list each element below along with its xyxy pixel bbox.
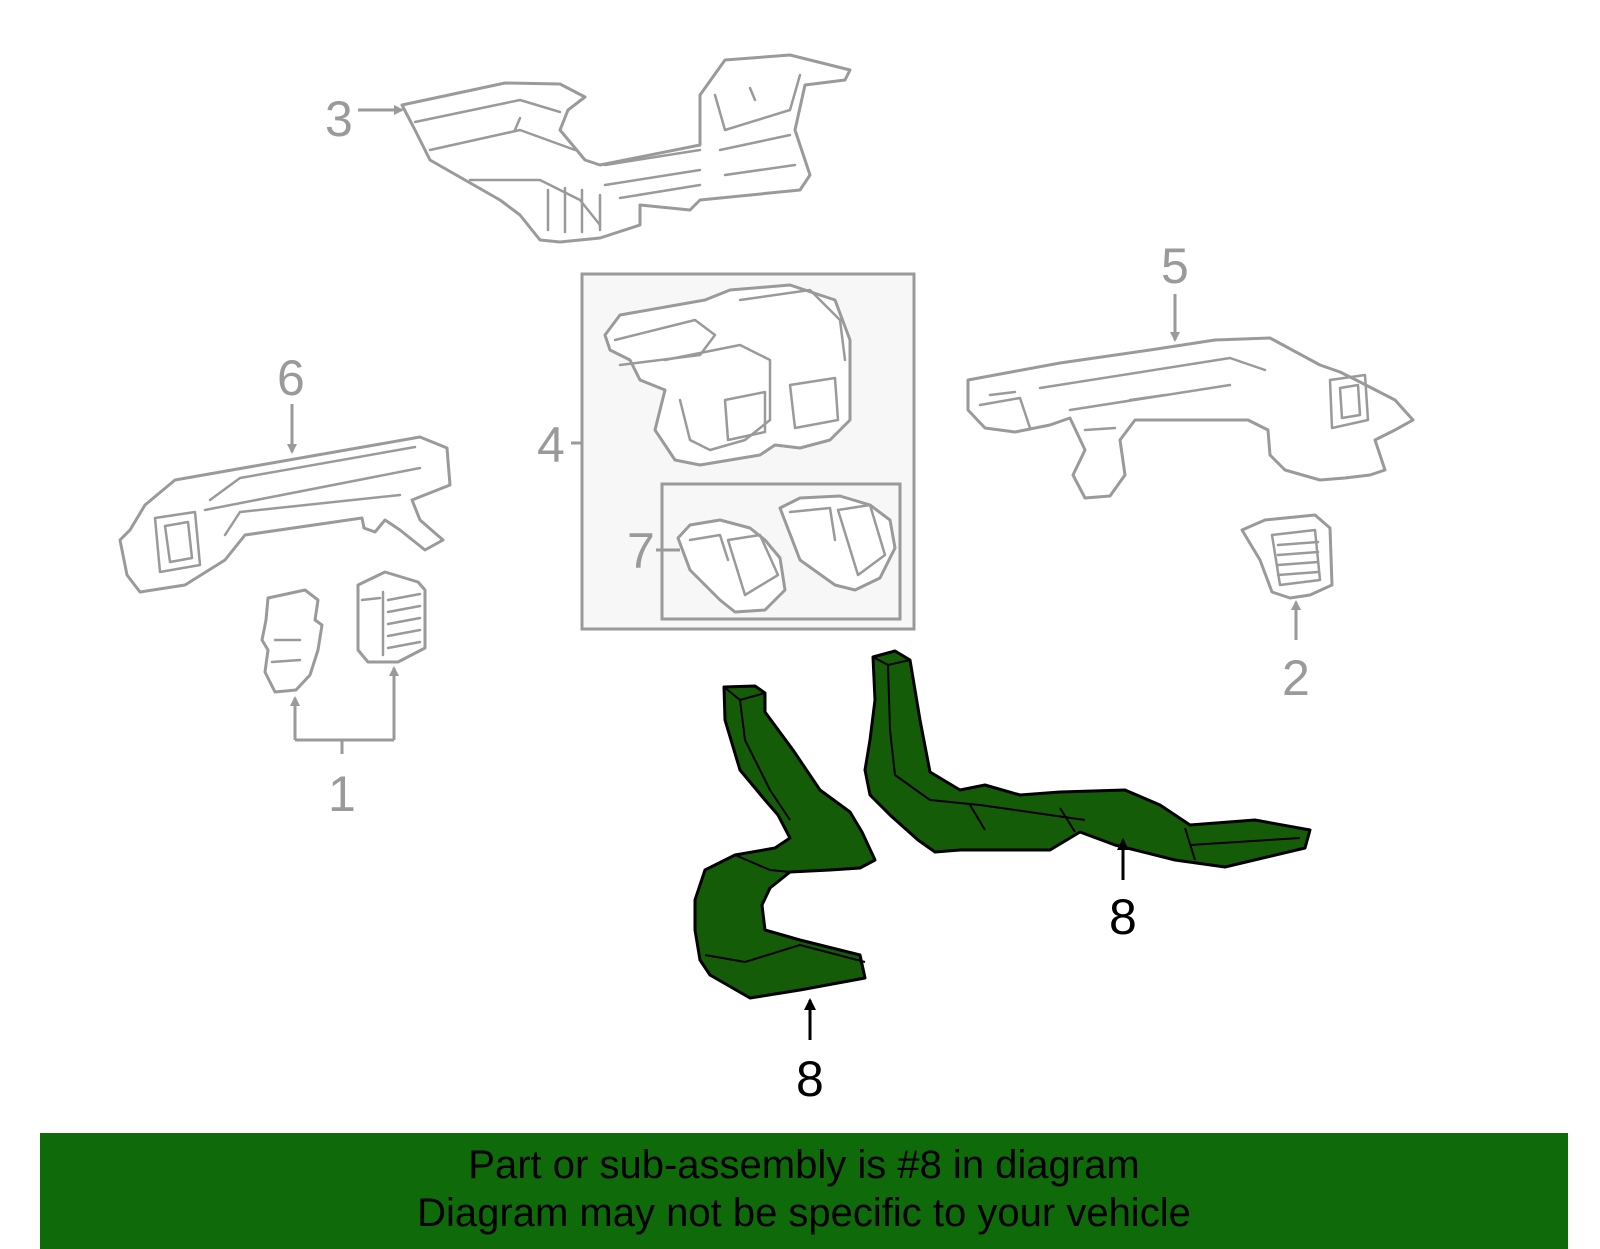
part-6-side-duct [118, 435, 452, 594]
part-1-vents [260, 570, 427, 694]
leader-1 [290, 666, 399, 754]
callout-7: 7 [627, 523, 655, 579]
banner-line-1: Part or sub-assembly is #8 in diagram [468, 1143, 1140, 1187]
banner-line-2: Diagram may not be specific to your vehi… [417, 1191, 1191, 1235]
callout-2: 2 [1282, 650, 1310, 706]
part-3-defroster-duct [400, 53, 852, 244]
part-2-vent [1240, 513, 1334, 600]
part-8-left-floor-duct [693, 684, 877, 1000]
callout-6: 6 [277, 350, 305, 406]
info-banner: Part or sub-assembly is #8 in diagram Di… [40, 1133, 1568, 1249]
part-5-side-duct [966, 336, 1415, 500]
callout-1: 1 [328, 766, 356, 822]
callout-5: 5 [1161, 238, 1189, 294]
callout-8-right: 8 [1109, 889, 1137, 945]
part-8-right-floor-duct [863, 649, 1312, 869]
callout-4: 4 [537, 417, 565, 473]
callout-3: 3 [325, 91, 353, 147]
part-4-assembly-box [580, 272, 916, 631]
callout-8-left: 8 [796, 1051, 824, 1107]
